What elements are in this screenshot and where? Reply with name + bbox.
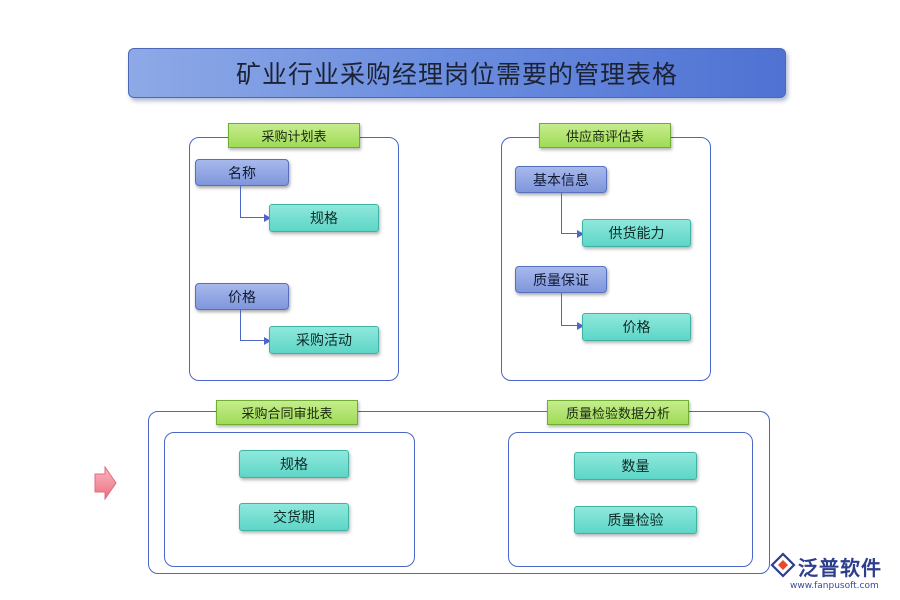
node-name: 名称	[195, 159, 289, 186]
node-quality-inspection: 质量检验	[574, 506, 697, 534]
logo: 泛普软件 www.fanpusoft.com	[770, 552, 898, 596]
arrow-right-icon	[264, 214, 271, 222]
node-supply-capacity: 供货能力	[582, 219, 691, 247]
node-basic-info: 基本信息	[515, 166, 607, 193]
connector-line	[561, 193, 582, 234]
contract-approval-tag: 采购合同审批表	[216, 400, 358, 425]
supplier-eval-tag: 供应商评估表	[539, 123, 671, 148]
node-quality-assurance: 质量保证	[515, 266, 607, 293]
title-bar: 矿业行业采购经理岗位需要的管理表格	[128, 48, 786, 98]
node-delivery-date: 交货期	[239, 503, 349, 531]
node-spec: 规格	[269, 204, 379, 232]
pink-arrow-icon	[94, 466, 117, 500]
node-contract-spec: 规格	[239, 450, 349, 478]
connector-line	[240, 186, 268, 218]
logo-mark-icon	[770, 552, 796, 578]
quality-analysis-tag: 质量检验数据分析	[547, 400, 689, 425]
connector-line	[561, 293, 582, 326]
logo-name: 泛普软件	[798, 556, 882, 580]
arrow-right-icon	[264, 337, 271, 345]
arrow-right-icon	[577, 322, 584, 330]
node-price: 价格	[195, 283, 289, 310]
node-supplier-price: 价格	[582, 313, 691, 341]
page-title: 矿业行业采购经理岗位需要的管理表格	[235, 60, 678, 89]
logo-url: www.fanpusoft.com	[790, 581, 879, 591]
purchase-plan-tag: 采购计划表	[228, 123, 360, 148]
node-quantity: 数量	[574, 452, 697, 480]
arrow-right-icon	[577, 230, 584, 238]
node-purchase-activity: 采购活动	[269, 326, 379, 354]
connector-line	[240, 310, 268, 341]
